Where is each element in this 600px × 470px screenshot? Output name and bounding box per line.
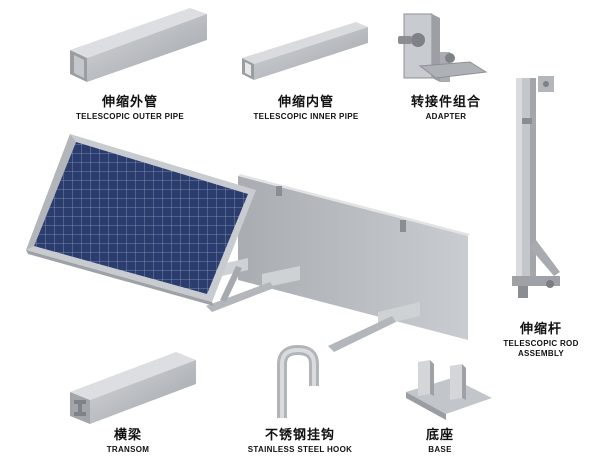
caption-hook: 不锈钢挂钩 STAINLESS STEEL HOOK xyxy=(240,428,360,455)
base-cn-label: 底座 xyxy=(425,428,454,443)
base-image xyxy=(406,360,492,420)
caption-base: 底座 BASE xyxy=(400,428,480,455)
telescopic-inner-pipe-image xyxy=(242,22,368,80)
adapter-en-label: ADAPTER xyxy=(425,112,467,121)
adapter-cn-label: 转接件组合 xyxy=(410,95,481,110)
adapter-image xyxy=(398,13,488,82)
installed-assembly-image xyxy=(26,134,470,352)
transom-en-label: TRANSOM xyxy=(106,445,150,454)
caption-transom: 横梁 TRANSOM xyxy=(78,428,178,455)
caption-inner-pipe: 伸缩内管 TELESCOPIC INNER PIPE xyxy=(236,95,376,122)
rod-cn-label: 伸缩杆 xyxy=(519,322,562,337)
stainless-steel-hook-image xyxy=(277,344,319,418)
transom-cn-label: 横梁 xyxy=(113,428,142,443)
rod-en-label-line2: ASSEMBLY xyxy=(517,349,565,358)
telescopic-outer-pipe-image xyxy=(70,8,207,82)
caption-rod-assembly: 伸缩杆 TELESCOPIC ROD ASSEMBLY xyxy=(486,322,596,359)
caption-adapter: 转接件组合 ADAPTER xyxy=(396,95,496,122)
outer-pipe-cn-label: 伸缩外管 xyxy=(101,95,158,110)
rod-en-label-line1: TELESCOPIC ROD xyxy=(503,339,579,348)
base-en-label: BASE xyxy=(428,445,452,454)
telescopic-rod-assembly-image xyxy=(512,76,560,298)
inner-pipe-en-label: TELESCOPIC INNER PIPE xyxy=(253,112,359,121)
inner-pipe-cn-label: 伸缩内管 xyxy=(277,95,334,110)
outer-pipe-en-label: TELESCOPIC OUTER PIPE xyxy=(75,112,185,121)
transom-image xyxy=(70,352,196,424)
hook-cn-label: 不锈钢挂钩 xyxy=(264,428,335,443)
hook-en-label: STAINLESS STEEL HOOK xyxy=(247,445,353,454)
caption-outer-pipe: 伸缩外管 TELESCOPIC OUTER PIPE xyxy=(60,95,200,122)
